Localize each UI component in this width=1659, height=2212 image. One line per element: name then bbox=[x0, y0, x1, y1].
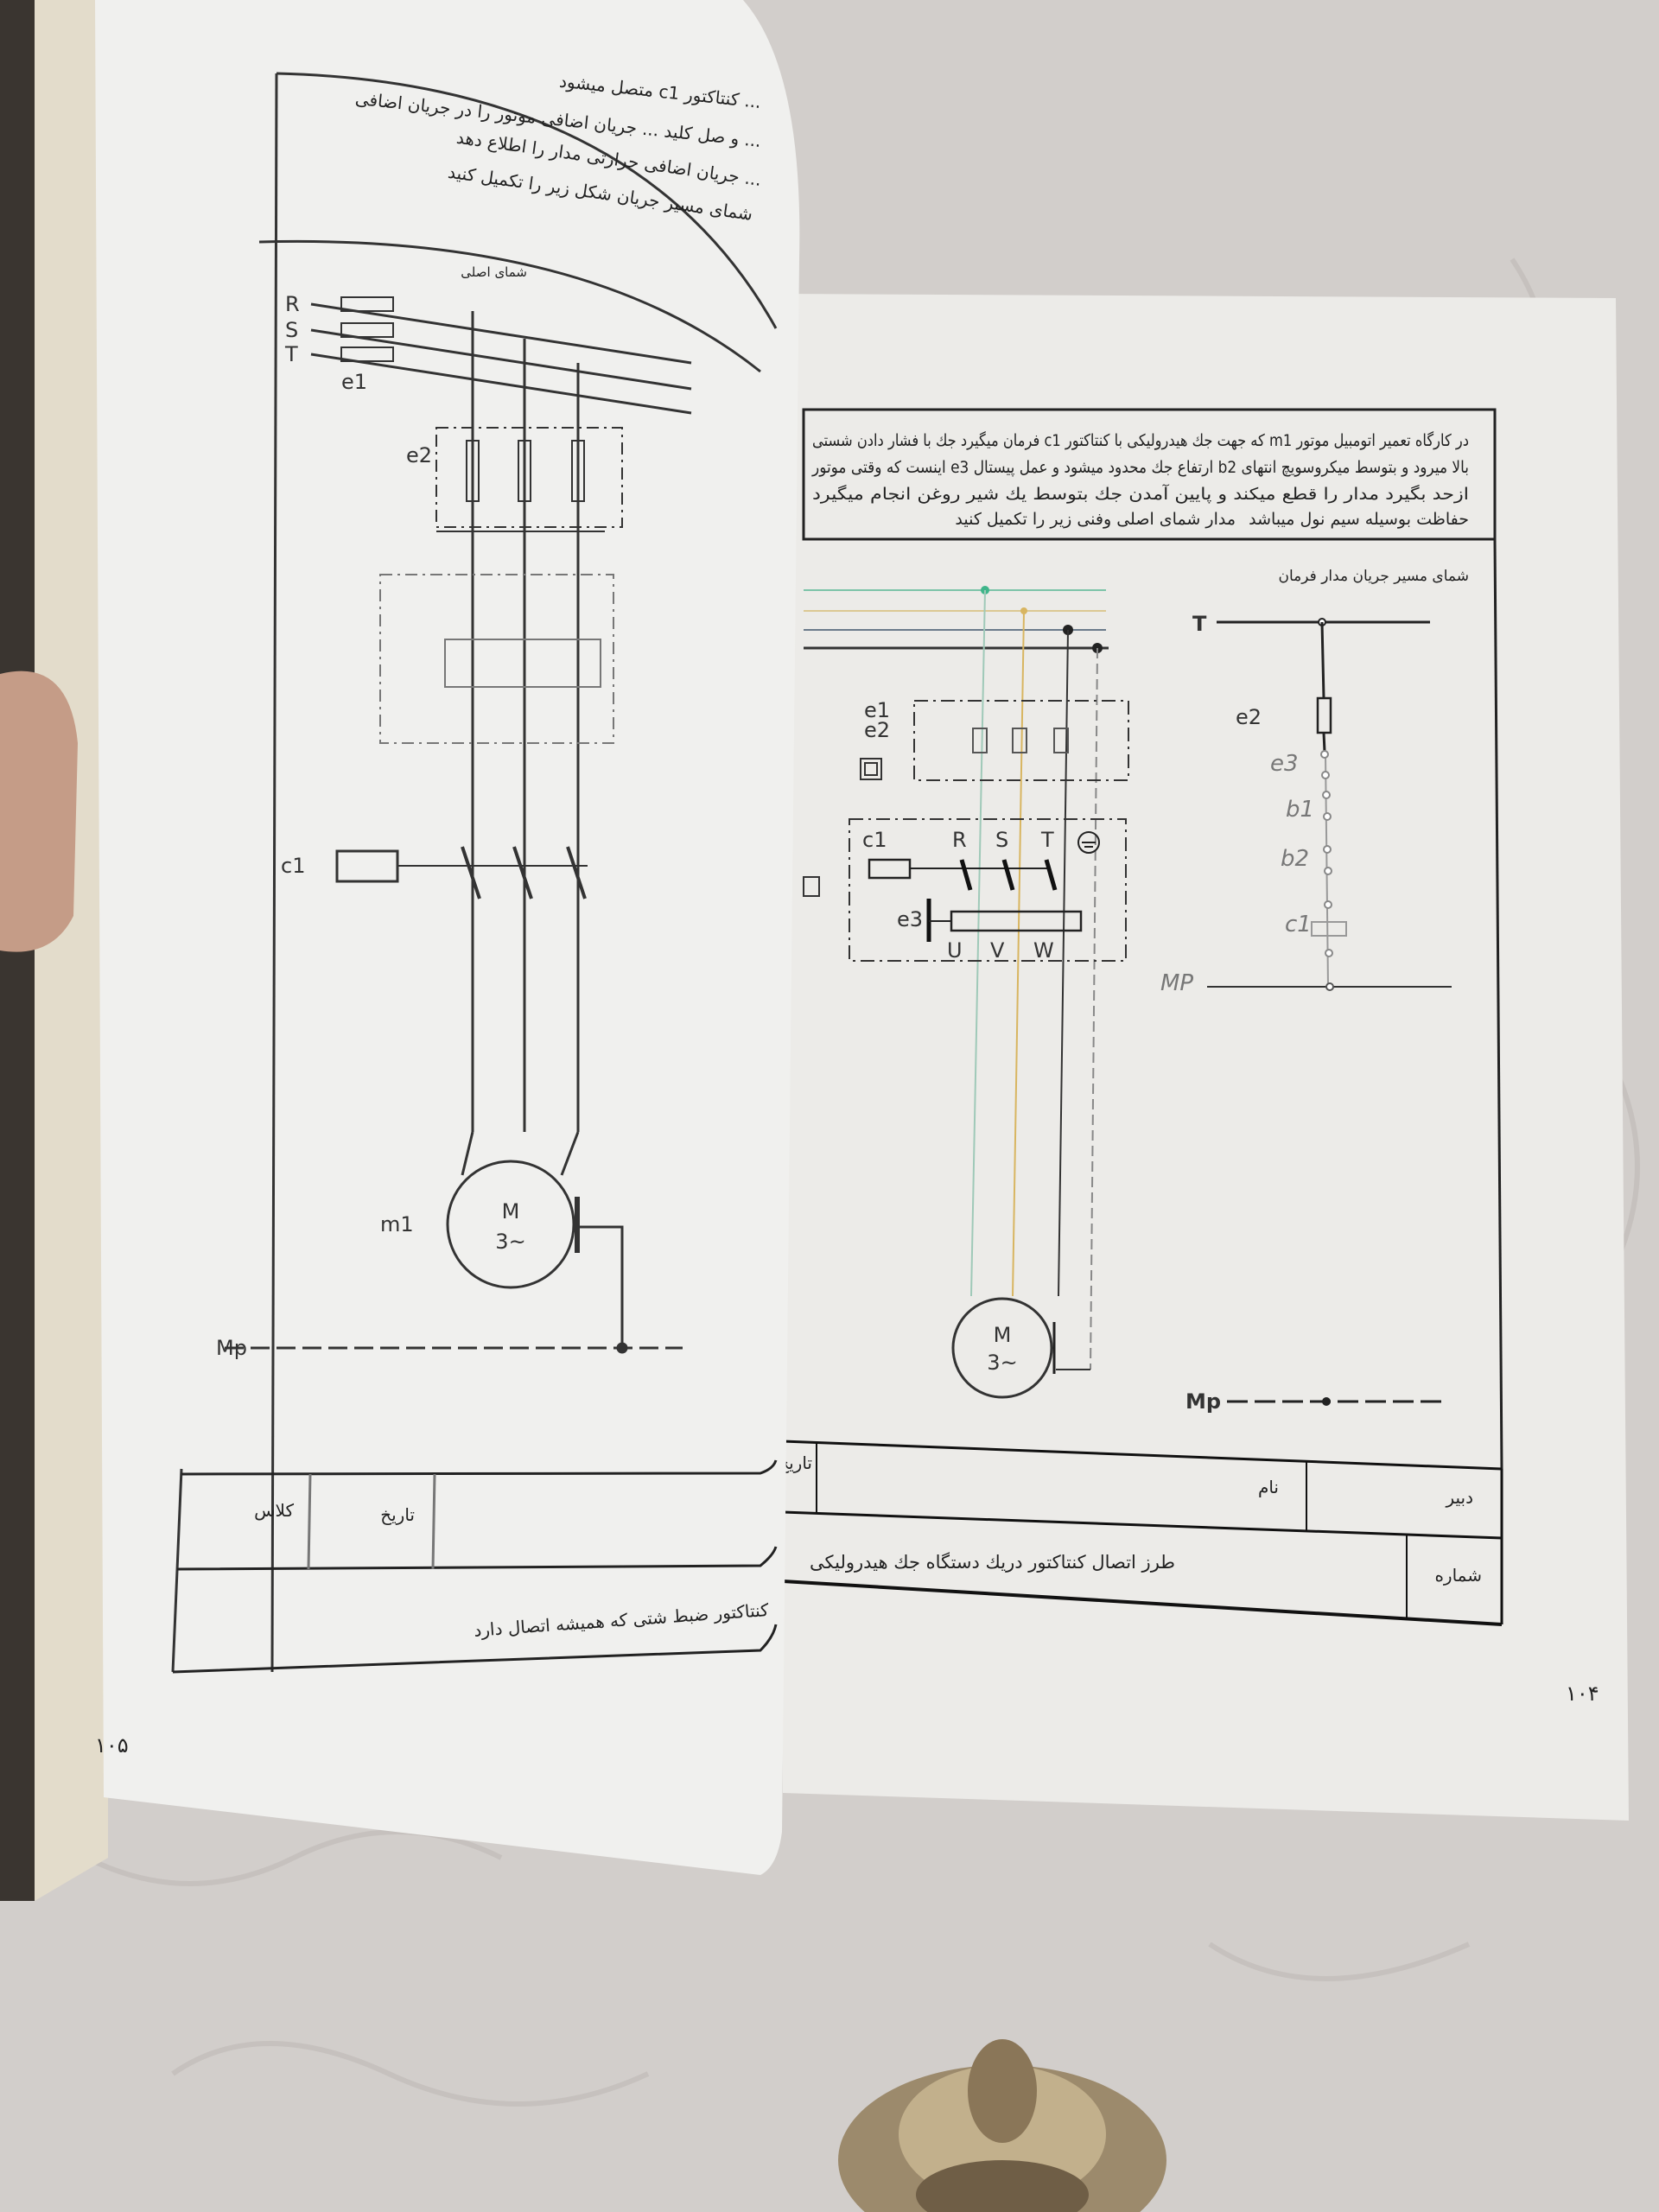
label-c1: c1 bbox=[862, 828, 887, 852]
right-page-number: ۱۰۴ bbox=[1566, 1681, 1599, 1706]
label-R: R bbox=[952, 828, 967, 852]
left-motor-phase: 3~ bbox=[495, 1230, 525, 1254]
control-circuit-title: شمای مسیر جریان مدار فرمان bbox=[1279, 568, 1469, 585]
label-e1: e1 bbox=[864, 698, 890, 722]
control-label-b1: b1 bbox=[1286, 797, 1314, 823]
left-motor-M: M bbox=[502, 1199, 520, 1224]
label-T: T bbox=[1040, 828, 1054, 852]
left-frame bbox=[171, 72, 778, 1673]
right-intro-line: مدار شمای اصلی وفنی زیر را تکمیل کنید bbox=[955, 510, 1236, 529]
control-label-c1: c1 bbox=[1285, 912, 1312, 938]
left-label-T: T bbox=[284, 342, 298, 366]
label-mp: Mp bbox=[1185, 1389, 1221, 1414]
right-intro-line: حفاظت بوسیله سیم نول میباشد bbox=[1249, 510, 1469, 529]
left-power-diagram bbox=[225, 296, 692, 1354]
control-label-T: T bbox=[1192, 612, 1207, 636]
label-V: V bbox=[990, 938, 1005, 963]
left-label-mp: Mp bbox=[216, 1336, 247, 1360]
footer-title: طرز اتصال کنتاکتور دریك دستگاه جك هیدرول… bbox=[810, 1552, 1175, 1573]
left-label-e1: e1 bbox=[341, 370, 367, 394]
right-footer-table bbox=[782, 1440, 1503, 1626]
left-label-e2: e2 bbox=[406, 443, 432, 467]
power-circuit-diagram bbox=[803, 586, 1447, 1406]
left-label-R: R bbox=[285, 292, 300, 316]
motor-phase: 3~ bbox=[987, 1351, 1017, 1375]
left-page-sheet bbox=[95, 0, 800, 1875]
right-intro-line: در کارگاه تعمیر اتومبیل موتور m1 که جهت … bbox=[812, 430, 1469, 450]
label-e2: e2 bbox=[864, 718, 890, 742]
left-footer-date-label: تاریخ bbox=[380, 1504, 415, 1525]
control-label-e2: e2 bbox=[1236, 705, 1262, 729]
left-label-S: S bbox=[285, 318, 298, 342]
book-side bbox=[35, 0, 108, 1901]
control-label-b2: b2 bbox=[1281, 846, 1309, 872]
thumb bbox=[0, 671, 78, 952]
footer-teacher-label: دبیر bbox=[1445, 1487, 1473, 1508]
label-U: U bbox=[947, 938, 963, 963]
gold-embroidery bbox=[838, 2039, 1166, 2212]
left-label-m1: m1 bbox=[380, 1212, 414, 1236]
left-footer-class-label: کلاس bbox=[254, 1500, 294, 1521]
control-label-mp: MP bbox=[1160, 970, 1193, 996]
left-diagram-title: شمای اصلی bbox=[461, 264, 527, 280]
right-page: در کارگاه تعمیر اتومبیل موتور m1 که جهت … bbox=[778, 294, 1629, 1821]
control-circuit-diagram bbox=[1207, 618, 1452, 991]
right-intro-line: بالا میرود و بتوسط میکروسویچ انتهای b2 ا… bbox=[811, 458, 1469, 477]
right-intro-line: ازحد بگیرد مدار را قطع میکند و پایین آمد… bbox=[812, 483, 1469, 504]
right-page-sheet bbox=[783, 294, 1629, 1821]
label-e3: e3 bbox=[897, 907, 923, 931]
label-S: S bbox=[995, 828, 1008, 852]
right-header-box bbox=[802, 408, 1497, 541]
footer-number-label: شماره bbox=[1434, 1565, 1482, 1586]
footer-name-label: نام bbox=[1258, 1477, 1279, 1497]
motor-M: M bbox=[994, 1323, 1012, 1347]
left-page: ... کنتاکتور c1 متصل میشود ... و صل کلید… bbox=[0, 0, 800, 1901]
label-W: W bbox=[1033, 938, 1054, 963]
left-label-c1: c1 bbox=[281, 854, 305, 878]
left-page-number: ۱۰۵ bbox=[95, 1733, 129, 1758]
left-footer-table bbox=[172, 1459, 778, 1674]
control-label-e3: e3 bbox=[1270, 751, 1299, 777]
right-frame-edge bbox=[1493, 538, 1503, 1470]
